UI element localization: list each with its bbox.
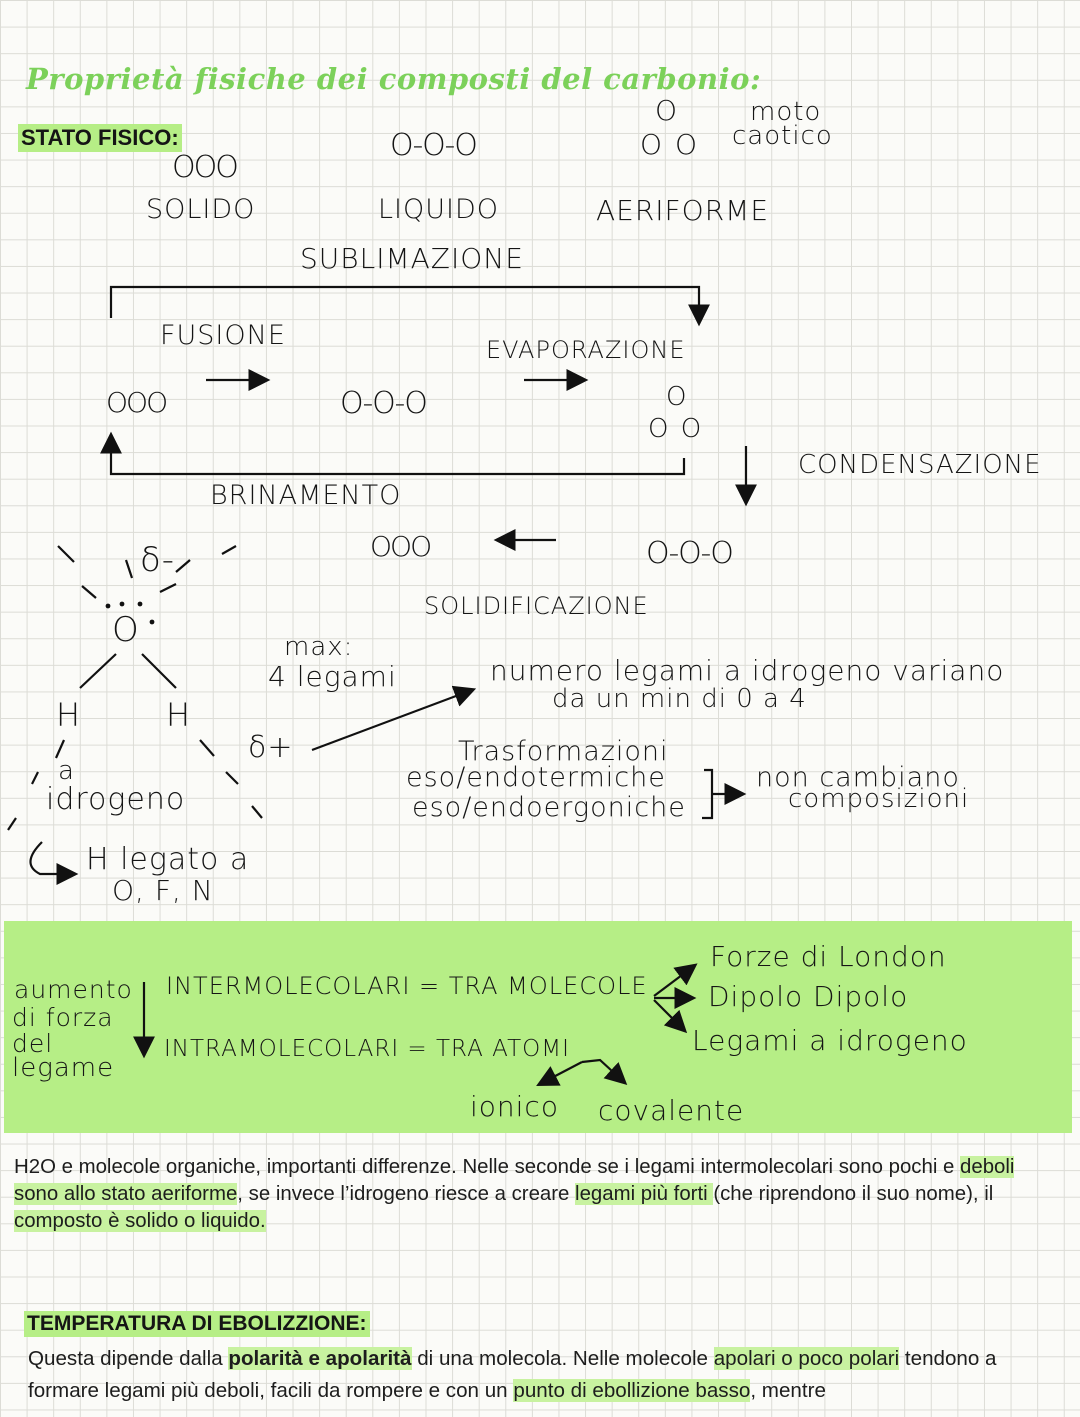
aumento-line2: di forza: [12, 1003, 114, 1032]
paragraph-text-3: (che riprendono il suo nome), il: [713, 1183, 994, 1205]
temp-highlight-3: punto di ebollizione basso: [513, 1379, 751, 1402]
numero-legami-label: numero legami a idrogeno variano: [490, 654, 1005, 687]
paragraph-differenze: H2O e molecole organiche, importanti dif…: [14, 1154, 1064, 1235]
gas-molecule-bottom: O O: [640, 128, 699, 161]
cycle-gas-top: O: [666, 382, 687, 412]
caotico-label: caotico: [732, 121, 833, 151]
evaporazione-label: EVAPORAZIONE: [486, 336, 686, 364]
temp-text-3: tendono a formare legami più deboli, fac…: [28, 1347, 997, 1402]
eso-endotermiche-label: eso/endotermiche: [406, 762, 666, 793]
trasformazioni-label: Trasformazioni: [458, 736, 669, 767]
dipolo-label: Dipolo Dipolo: [708, 980, 909, 1013]
covalente-label: covalente: [598, 1094, 745, 1127]
brinamento-label: BRINAMENTO: [210, 480, 402, 511]
solid-label: SOLIDO: [146, 194, 256, 225]
cycle-liquid-molecule: O-O-O: [340, 386, 428, 421]
solid-molecule: OOO: [172, 150, 239, 185]
h-legato-label: H legato a: [86, 842, 250, 877]
temperatura-heading: TEMPERATURA DI EBOLIZZIONE:: [24, 1311, 370, 1337]
hydrogen-right: H: [166, 696, 192, 734]
hydrogen-left: H: [56, 696, 82, 734]
gas-molecule-top: O: [655, 94, 677, 127]
aumento-line3: del: [12, 1029, 54, 1058]
intramolecolari-label: INTRAMOLECOLARI = TRA ATOMI: [164, 1036, 570, 1062]
legame-a-label: a: [58, 756, 75, 786]
legami-idrogeno-label: Legami a idrogeno: [692, 1024, 968, 1057]
liquid-molecule: O-O-O: [390, 128, 478, 163]
numero-range-label: da un min di 0 a 4: [552, 684, 807, 714]
stato-fisico-heading: STATO FISICO:: [18, 124, 182, 152]
atoms-label: O, F, N: [112, 874, 214, 907]
forze-london-label: Forze di London: [710, 940, 947, 973]
max-label: max:: [284, 632, 354, 662]
page-title: Proprietà fisiche dei composti del carbo…: [26, 62, 762, 96]
ionico-label: ionico: [470, 1090, 559, 1123]
fusione-label: FUSIONE: [160, 320, 286, 351]
sublimazione-label: SUBLIMAZIONE: [300, 242, 524, 275]
oxygen-atom: O: [112, 610, 140, 650]
temp-text-2: di una molecola. Nelle molecole: [411, 1347, 714, 1370]
gas-label: AERIFORME: [596, 194, 770, 227]
eso-endoergoniche-label: eso/endoergoniche: [412, 792, 686, 823]
paragraph-highlight-3: composto è solido o liquido.: [14, 1210, 266, 1232]
temp-text-1: Questa dipende dalla: [28, 1347, 229, 1370]
delta-minus-label: δ-: [140, 540, 176, 580]
temp-highlight-2: apolari o poco polari: [713, 1347, 900, 1370]
intermolecolari-label: INTERMOLECOLARI = TRA MOLECOLE: [166, 972, 648, 1000]
forze-band: [4, 921, 1072, 1133]
paragraph-highlight-2: legami più forti: [575, 1183, 714, 1205]
idrogeno-label: idrogeno: [46, 782, 186, 817]
max-legami-label: 4 legami: [268, 660, 397, 693]
non-cambiano-label: non cambiano: [756, 762, 960, 793]
moto-label: moto: [750, 97, 822, 127]
aumento-line1: aumento: [14, 975, 133, 1004]
cycle-gas-bottom: O O: [648, 414, 704, 444]
solidif-solid-molecule: OOO: [370, 530, 432, 563]
solidificazione-label: SOLIDIFICAZIONE: [424, 592, 649, 620]
paragraph-temperatura: Questa dipende dalla polarità e apolarit…: [28, 1343, 1038, 1407]
condensazione-label: CONDENSAZIONE: [798, 450, 1042, 480]
paragraph-text-2: , se invece l’idrogeno riesce a creare: [237, 1183, 576, 1205]
temp-highlight-1: polarità e apolarità: [228, 1347, 412, 1370]
liquid-label: LIQUIDO: [378, 194, 500, 225]
temp-text-4: , mentre: [750, 1379, 826, 1402]
delta-plus-label: δ+: [248, 730, 294, 765]
aumento-line4: legame: [12, 1053, 115, 1083]
cycle-solid-molecule: OOO: [106, 386, 168, 419]
solidif-liquid-molecule: O-O-O: [646, 536, 734, 571]
composizioni-label: composizioni: [788, 784, 970, 814]
paragraph-text-1: H2O e molecole organiche, importanti dif…: [14, 1156, 961, 1178]
